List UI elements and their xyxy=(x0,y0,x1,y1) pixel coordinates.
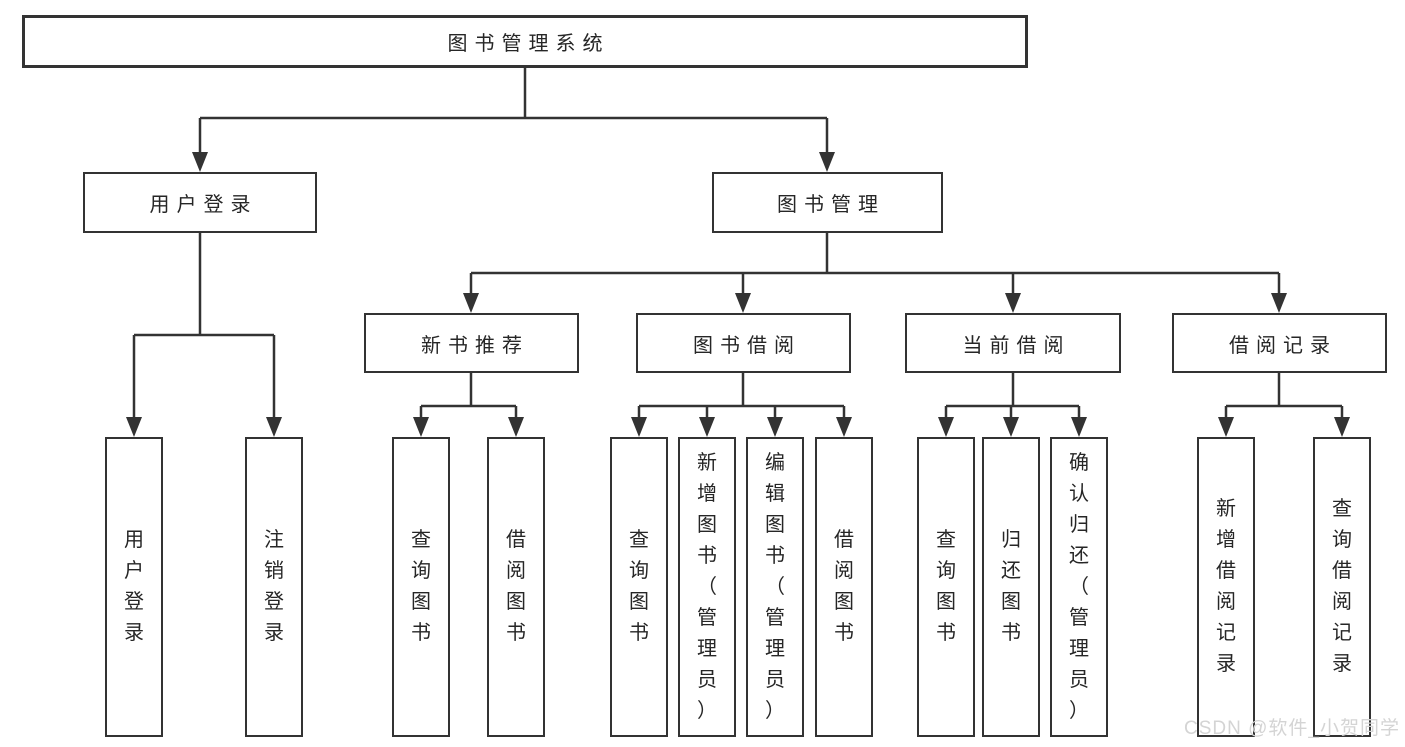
node-borrow-records: 借阅记录 xyxy=(1172,313,1387,373)
arrowhead-icon xyxy=(1005,293,1021,313)
arrowhead-icon xyxy=(508,417,524,437)
leaf-confirm-return-admin: 确认归还（管理员） xyxy=(1050,437,1108,737)
watermark: CSDN @软件_小贺同学 xyxy=(1184,718,1400,739)
node-book-borrow: 图书借阅 xyxy=(636,313,851,373)
arrowhead-icon xyxy=(836,417,852,437)
node-current-borrow: 当前借阅 xyxy=(905,313,1121,373)
leaf-return-books: 归还图书 xyxy=(982,437,1040,737)
leaf-label: 查询借阅记录 xyxy=(1332,498,1352,675)
node-new-book-recommend: 新书推荐 xyxy=(364,313,579,373)
arrowhead-icon xyxy=(819,152,835,172)
leaf-label: 用户登录 xyxy=(124,529,144,644)
arrowhead-icon xyxy=(1334,417,1350,437)
arrowhead-icon xyxy=(631,417,647,437)
leaf-query-borrow-record: 查询借阅记录 xyxy=(1313,437,1371,737)
arrowhead-icon xyxy=(192,152,208,172)
leaf-add-books-admin: 新增图书（管理员） xyxy=(678,437,736,737)
connector-book-management-to-level3 xyxy=(463,233,1287,313)
arrowhead-icon xyxy=(699,417,715,437)
leaf-label: 新增借阅记录 xyxy=(1216,498,1236,675)
arrowhead-icon xyxy=(413,417,429,437)
arrowhead-icon xyxy=(1071,417,1087,437)
leaf-label: 编辑图书（管理员） xyxy=(765,451,785,722)
node-user-login: 用户登录 xyxy=(83,172,317,233)
leaf-add-borrow-record: 新增借阅记录 xyxy=(1197,437,1255,737)
leaf-current-query-books: 查询图书 xyxy=(917,437,975,737)
leaf-label: 注销登录 xyxy=(264,529,284,644)
leaf-recommend-query-books: 查询图书 xyxy=(392,437,450,737)
leaf-recommend-borrow-books: 借阅图书 xyxy=(487,437,545,737)
arrowhead-icon xyxy=(938,417,954,437)
leaf-borrow-query-books: 查询图书 xyxy=(610,437,668,737)
leaf-label: 查询图书 xyxy=(936,529,956,644)
connector-new-book-recommend-to-leaves xyxy=(413,373,524,437)
node-book-management: 图书管理 xyxy=(712,172,943,233)
arrowhead-icon xyxy=(126,417,142,437)
leaf-label: 借阅图书 xyxy=(506,529,526,644)
leaf-label: 查询图书 xyxy=(411,529,431,644)
arrowhead-icon xyxy=(1271,293,1287,313)
connector-current-borrow-to-leaves xyxy=(938,373,1087,437)
connector-borrow-records-to-leaves xyxy=(1218,373,1350,437)
connector-user-login-to-leaves xyxy=(126,233,282,437)
arrowhead-icon xyxy=(1218,417,1234,437)
leaf-label: 新增图书（管理员） xyxy=(697,451,717,722)
leaf-user-login: 用户登录 xyxy=(105,437,163,737)
node-root: 图书管理系统 xyxy=(22,15,1028,68)
leaf-edit-books-admin: 编辑图书（管理员） xyxy=(746,437,804,737)
arrowhead-icon xyxy=(463,293,479,313)
arrowhead-icon xyxy=(767,417,783,437)
arrowhead-icon xyxy=(1003,417,1019,437)
leaf-borrow-books: 借阅图书 xyxy=(815,437,873,737)
leaf-label: 确认归还（管理员） xyxy=(1069,451,1089,722)
arrowhead-icon xyxy=(735,293,751,313)
leaf-logout: 注销登录 xyxy=(245,437,303,737)
connector-book-borrow-to-leaves xyxy=(631,373,852,437)
leaf-label: 查询图书 xyxy=(629,529,649,644)
leaf-label: 借阅图书 xyxy=(834,529,854,644)
arrowhead-icon xyxy=(266,417,282,437)
leaf-label: 归还图书 xyxy=(1001,529,1021,644)
connector-root-to-level2 xyxy=(192,68,835,172)
